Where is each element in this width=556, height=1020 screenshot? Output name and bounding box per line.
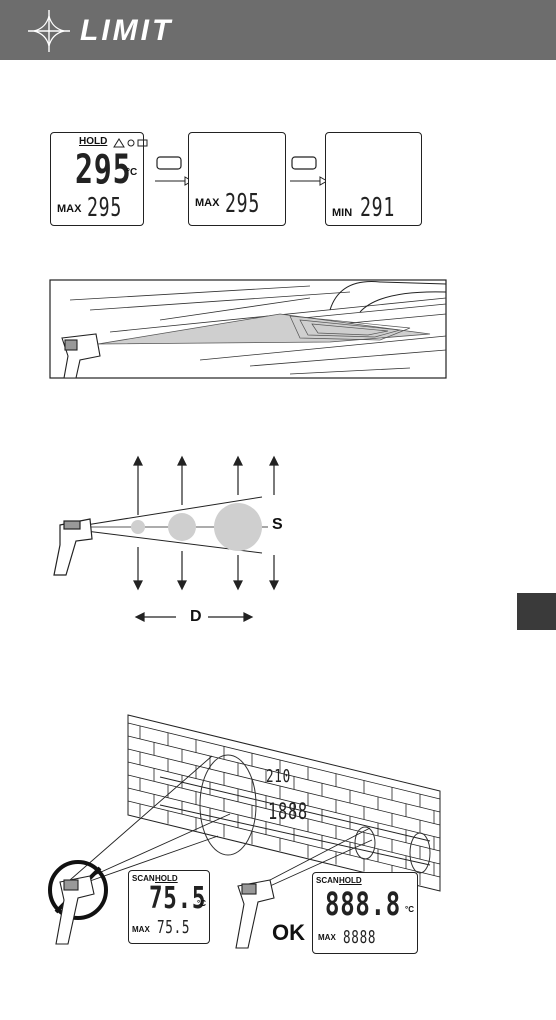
ok-label: OK	[272, 920, 305, 946]
unit-label: °C	[405, 905, 414, 914]
hold-indicator: HOLD	[339, 876, 362, 885]
header-bar: LIMIT	[0, 0, 556, 60]
max-reading: 295	[225, 189, 260, 219]
min-label: MIN	[332, 207, 352, 219]
lcd-display-left: SCAN HOLD 75.5 °C MAX 75.5	[128, 870, 210, 944]
distance-label: D	[190, 608, 202, 626]
max-label: MAX	[195, 197, 219, 209]
brand-name: LIMIT	[80, 14, 173, 48]
thermometer-gun-left	[46, 858, 116, 948]
max-label: MAX	[318, 933, 336, 942]
mode-button-icon	[290, 155, 330, 195]
max-reading: 8888	[343, 927, 376, 948]
min-reading: 291	[360, 193, 395, 223]
lcd-display-right: SCAN HOLD 888.8 °C MAX 8888	[312, 872, 418, 954]
scan-indicator: SCAN	[316, 876, 339, 885]
section-tab	[517, 593, 556, 630]
unit-label: °C	[126, 167, 137, 178]
spot-size-label: S	[272, 516, 283, 534]
max-reading: 295	[87, 193, 122, 223]
unit-label: °C	[197, 899, 206, 908]
max-reading: 75.5	[157, 917, 190, 938]
scanning-illustration	[50, 280, 450, 380]
hold-indicator: HOLD	[79, 136, 107, 147]
distance-to-spot-diagram	[46, 455, 286, 625]
lcd-display-1: HOLD 295 °C MAX 295	[50, 132, 144, 226]
main-reading: 295	[75, 147, 131, 193]
lcd-display-2: MAX 295	[188, 132, 286, 226]
lcd-display-3: MIN 291	[325, 132, 422, 226]
max-label: MAX	[57, 203, 81, 215]
main-reading: 888.8	[325, 885, 401, 923]
max-label: MAX	[132, 925, 150, 934]
cross-star-icon	[26, 8, 72, 54]
